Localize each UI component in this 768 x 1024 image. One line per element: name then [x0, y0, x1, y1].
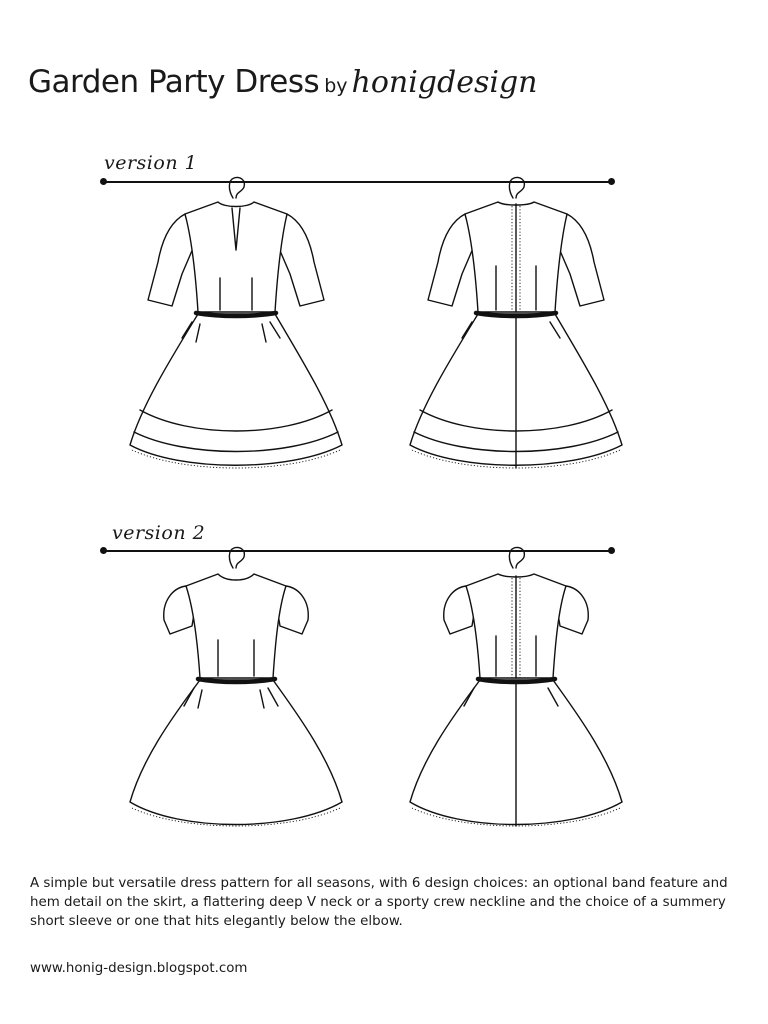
version-2-label: version 2: [112, 522, 206, 544]
bodice-darts: [219, 277, 253, 311]
title-text: Garden Party Dress: [28, 64, 320, 100]
left-sleeve: [147, 213, 195, 307]
hem-band-bottom: [133, 431, 339, 453]
skirt: [129, 313, 343, 466]
right-short-sleeve: [275, 585, 309, 635]
brand-logo-text: honigdesign: [351, 65, 538, 100]
bodice: [185, 573, 287, 679]
hanger-hook-icon: [508, 176, 526, 199]
right-short-sleeve: [555, 585, 589, 635]
waist-belt: [473, 310, 559, 319]
dress-v2-front-illustration: [129, 546, 343, 827]
back-darts: [495, 265, 537, 311]
rail-end-right-1: [608, 178, 615, 185]
hanger-hook-icon: [228, 546, 246, 569]
skirt-pleats: [461, 321, 561, 339]
rail-end-left-2: [100, 547, 107, 554]
hem-stitching: [411, 807, 621, 827]
skirt-pleats: [181, 321, 281, 343]
rail-end-left-1: [100, 178, 107, 185]
waist-belt: [475, 676, 558, 685]
bodice: [184, 201, 288, 313]
dress-v1-back-illustration: [409, 176, 623, 469]
bodice-darts: [217, 639, 255, 677]
left-sleeve: [427, 213, 475, 307]
title-by: by: [324, 75, 348, 97]
hanger-hook-icon: [508, 546, 526, 569]
pattern-description: A simple but versatile dress pattern for…: [30, 876, 728, 929]
right-sleeve: [557, 213, 605, 307]
hanger-hook-icon: [228, 176, 246, 199]
hanging-rail-2: [104, 550, 612, 552]
hem-band-top: [139, 409, 333, 432]
hem-stitching: [411, 449, 621, 469]
left-short-sleeve: [443, 585, 477, 635]
skirt-pleats: [183, 687, 279, 709]
hem-band-top: [419, 409, 613, 432]
dress-v2-back-illustration: [409, 546, 623, 827]
hem-band-bottom: [413, 431, 619, 453]
skirt-pleats: [463, 687, 559, 707]
hem-stitching: [131, 807, 341, 827]
dress-v1-front-illustration: [129, 176, 343, 469]
website-url[interactable]: www.honig-design.blogspot.com: [30, 961, 248, 976]
left-short-sleeve: [163, 585, 197, 635]
hem-stitching: [131, 449, 341, 469]
waist-belt: [193, 310, 279, 319]
rail-end-right-2: [608, 547, 615, 554]
version-1-label: version 1: [104, 152, 198, 174]
back-darts: [495, 635, 537, 677]
zipper-stitching: [511, 578, 521, 678]
skirt: [129, 679, 343, 826]
right-sleeve: [277, 213, 325, 307]
waist-belt: [195, 676, 278, 685]
v-neck-slit: [231, 207, 241, 251]
hanging-rail-1: [104, 181, 612, 183]
